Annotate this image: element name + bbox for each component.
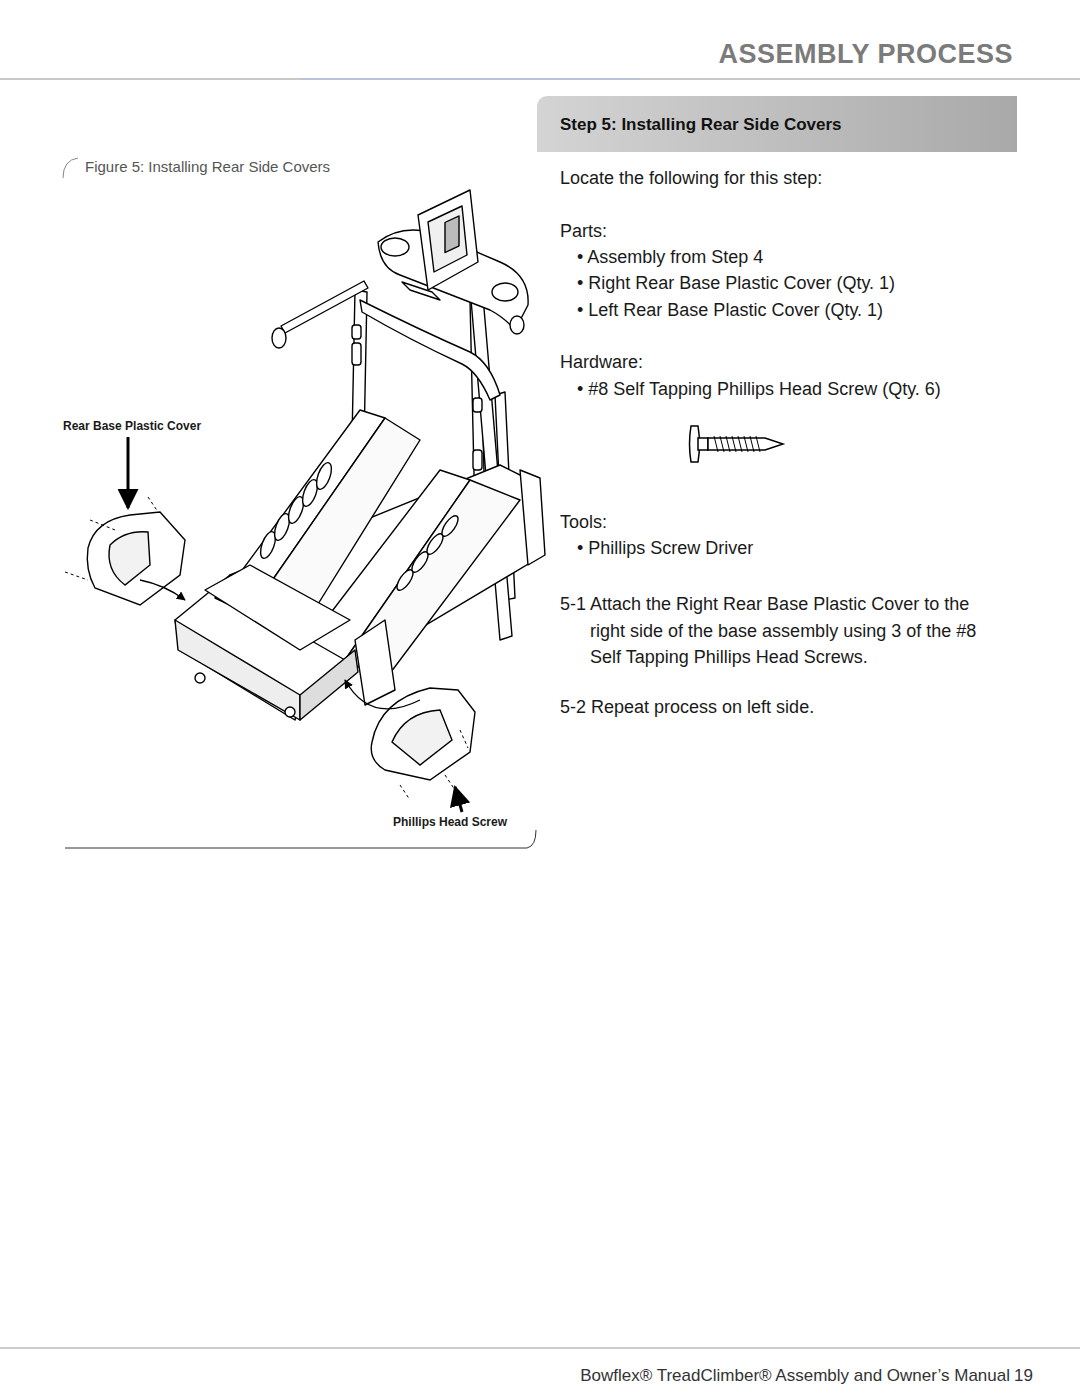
footer-text: Bowflex® TreadClimber® Assembly and Owne… xyxy=(580,1366,1010,1386)
parts-item: • Right Rear Base Plastic Cover (Qty. 1) xyxy=(577,273,895,295)
page-number: 19 xyxy=(1014,1366,1033,1386)
page-heading: ASSEMBLY PROCESS xyxy=(718,38,1013,70)
step-instruction: 5-1 Attach the Right Rear Base Plastic C… xyxy=(560,591,1000,671)
screw-icon xyxy=(690,426,784,462)
parts-item: • Assembly from Step 4 xyxy=(577,247,763,269)
callout-label: Phillips Head Screw xyxy=(393,815,507,829)
treadclimber-illustration xyxy=(175,190,545,720)
instruction-text: Locate the following for this step: xyxy=(560,168,822,190)
figure-caption: Figure 5: Installing Rear Side Covers xyxy=(85,158,330,176)
step-band: Step 5: Installing Rear Side Covers xyxy=(537,96,1017,152)
section-heading: Hardware: xyxy=(560,352,643,374)
section-heading: Parts: xyxy=(560,221,607,243)
section-heading: Tools: xyxy=(560,512,607,534)
tools-item: • Phillips Screw Driver xyxy=(577,538,753,560)
plastic-cover xyxy=(87,512,475,780)
step-instruction: 5-2 Repeat process on left side. xyxy=(560,697,814,719)
parts-item: • Left Rear Base Plastic Cover (Qty. 1) xyxy=(577,300,883,322)
hardware-item: • #8 Self Tapping Phillips Head Screw (Q… xyxy=(577,379,941,401)
callout-label: Rear Base Plastic Cover xyxy=(63,419,201,433)
step-heading: Step 5: Installing Rear Side Covers xyxy=(560,115,842,135)
